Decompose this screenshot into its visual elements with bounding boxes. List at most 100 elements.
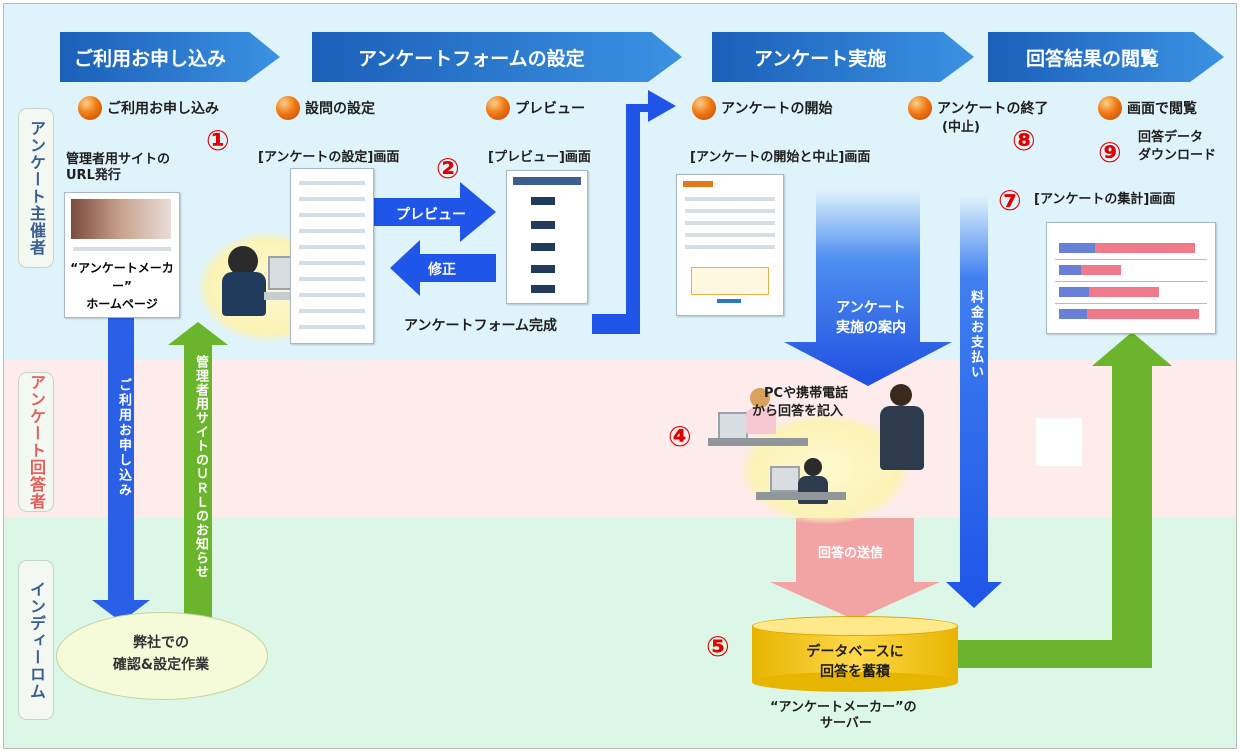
summary-bar: [1059, 287, 1089, 297]
step-end: アンケートの終了: [908, 96, 1048, 120]
start-stop-logo: [683, 181, 713, 187]
step-dot-icon: [1098, 96, 1122, 120]
phase-apply: ご利用お申し込み: [60, 32, 280, 82]
database-label-line1: データベースに: [806, 644, 904, 660]
homepage-row: [73, 247, 171, 251]
fix-arrow: [390, 240, 496, 296]
form-complete-label: アンケートフォーム完成: [404, 318, 558, 334]
company-work-ellipse: [56, 612, 268, 700]
summary-bar: [1087, 309, 1199, 319]
step-dot-icon: [276, 96, 300, 120]
summary-bar: [1095, 243, 1195, 253]
preview-button: [531, 285, 555, 293]
step-view-label: 画面で閲覧: [1127, 101, 1197, 117]
admin-url-label-line2: URL発行: [66, 168, 121, 183]
step-start-label: アンケートの開始: [721, 101, 833, 117]
step-download-line2: ダウンロード: [1138, 148, 1217, 163]
diagram-frame: [3, 3, 1237, 749]
settings-screen-label: [アンケートの設定]画面: [258, 150, 400, 165]
apply-arrow: [92, 318, 150, 622]
step-questions: 設問の設定: [276, 96, 375, 120]
homepage-screenshot: “アンケートメーカー”ホームページ: [64, 192, 180, 318]
summary-bar: [1089, 287, 1159, 297]
step-number-8: ⑧: [1012, 124, 1036, 157]
admin-url-label-line1: 管理者用サイトの: [66, 152, 171, 167]
start-stop-row: [685, 209, 775, 213]
preview-screen-label: [プレビュー]画面: [488, 150, 591, 165]
settings-row: [299, 261, 365, 265]
summary-bar: [1059, 243, 1095, 253]
start-stop-panel: [691, 267, 769, 295]
start-stop-row: [685, 197, 775, 201]
settings-row: [299, 213, 365, 217]
db-to-results-arrow: [956, 332, 1172, 668]
preview-button: [531, 265, 555, 273]
preview-button: [531, 221, 555, 229]
summary-divider: [1055, 281, 1207, 282]
step-end-sub: (中止): [942, 120, 980, 135]
step-download-line1: 回答データ: [1138, 130, 1204, 145]
settings-row: [299, 309, 365, 313]
summary-screen-label: [アンケートの集計]画面: [1034, 192, 1176, 207]
database-label: データベースに回答を蓄積: [752, 642, 958, 682]
form-complete-arrow: [592, 90, 676, 334]
blank-panel: [1036, 418, 1082, 466]
answer-label-line1: PCや携帯電話: [764, 386, 849, 401]
step-number-7: ⑦: [998, 184, 1022, 217]
step-number-4: ④: [668, 420, 692, 453]
step-number-1: ①: [206, 124, 230, 157]
settings-row: [299, 229, 365, 233]
start-stop-screen-label: [アンケートの開始と中止]画面: [690, 150, 871, 165]
start-stop-row: [685, 245, 775, 249]
settings-row: [299, 245, 365, 249]
preview-arrow-label: プレビュー: [396, 207, 466, 223]
phase-form-setup: アンケートフォームの設定: [312, 32, 682, 82]
step-number-9: ⑨: [1098, 136, 1122, 169]
fix-arrow-label: 修正: [428, 262, 456, 278]
lane-respondent: アンケート回答者: [18, 372, 54, 512]
step-number-5: ⑤: [706, 630, 730, 663]
step-dot-icon: [78, 96, 102, 120]
settings-row: [299, 293, 365, 297]
homepage-banner-image: [71, 199, 171, 239]
step-dot-icon: [908, 96, 932, 120]
summary-divider: [1055, 259, 1207, 260]
preview-button: [531, 197, 555, 205]
payment-label: 料金お支払い: [968, 290, 983, 380]
server-label-line2: サーバー: [820, 716, 872, 731]
step-view: 画面で閲覧: [1098, 96, 1197, 120]
summary-bar: [1059, 309, 1087, 319]
preview-screenshot: [506, 170, 588, 304]
phase-survey-run: アンケート実施: [712, 32, 974, 82]
summary-bar: [1081, 265, 1121, 275]
start-stop-row: [685, 221, 775, 225]
preview-arrow: [374, 182, 496, 242]
phase-form-setup-label: アンケートフォームの設定: [358, 47, 585, 70]
company-work-line2: 確認&設定作業: [112, 657, 210, 673]
url-notice-vertical-label: 管理者用サイトのＵＲＬのお知らせ: [193, 355, 208, 579]
respondents-icon: [700, 364, 950, 524]
settings-row: [299, 197, 365, 201]
step-dot-icon: [692, 96, 716, 120]
guide-label-line1: アンケート: [836, 300, 906, 316]
phase-survey-run-label: アンケート実施: [754, 47, 887, 70]
payment-arrow: [946, 196, 1002, 608]
submit-label: 回答の送信: [818, 546, 884, 561]
phase-results-label: 回答結果の閲覧: [1026, 47, 1160, 70]
step-apply-label: ご利用お申し込み: [107, 101, 219, 117]
company-work-label: 弊社での確認&設定作業: [56, 632, 266, 676]
database-icon: [752, 616, 958, 692]
step-number-2: ②: [436, 152, 460, 185]
summary-screenshot: [1046, 222, 1216, 334]
summary-divider: [1055, 303, 1207, 304]
homepage-caption: “アンケートメーカー”ホームページ: [65, 259, 179, 313]
submit-arrow: [770, 518, 940, 620]
phase-results: 回答結果の閲覧: [988, 32, 1224, 82]
start-stop-button: [717, 299, 741, 303]
step-apply: ご利用お申し込み: [78, 96, 219, 120]
guide-arrow: [784, 190, 952, 386]
homepage-caption-line2: ホームページ: [86, 297, 158, 311]
guide-label-line2: 実施の案内: [836, 320, 906, 336]
server-label-line1: “アンケートメーカー”の: [770, 700, 917, 715]
start-stop-screenshot: [676, 174, 784, 316]
